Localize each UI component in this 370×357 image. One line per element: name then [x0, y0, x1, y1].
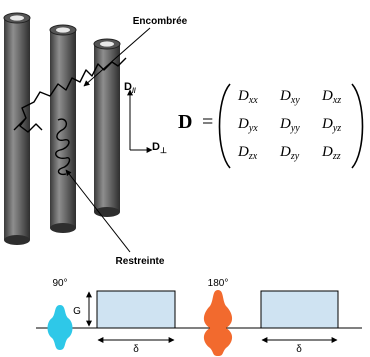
label-180-pulse: 180°	[208, 278, 229, 289]
cylinder-left	[3, 12, 31, 245]
tensor-cell-zy: Dzy	[279, 144, 300, 162]
tensor-bracket-left	[218, 83, 231, 169]
tensor-symbol: D	[178, 111, 192, 133]
tensor-cell-xx: Dxx	[237, 88, 258, 106]
gradient-lobe-1	[96, 290, 176, 329]
tensor-cell-yx: Dyx	[237, 116, 258, 134]
label-encombree: Encombrée	[133, 16, 188, 27]
gradient-lobe-2	[260, 290, 339, 329]
label-d-parallel: D//	[124, 81, 136, 95]
tensor-cell-xz: Dxz	[321, 88, 341, 106]
tensor-bracket-right	[351, 83, 364, 169]
tensor-cell-zz: Dzz	[321, 144, 341, 162]
hindered-diffusion-path	[13, 57, 127, 133]
rf-pulse-180	[203, 290, 233, 356]
tensor-cell-zx: Dzx	[237, 144, 258, 162]
label-d-perpendicular: D⊥	[152, 141, 167, 155]
label-delta-1: δ	[133, 344, 139, 355]
pointer-encombree	[83, 27, 151, 87]
label-gradient: G	[73, 306, 81, 317]
pointer-restreinte	[65, 169, 131, 253]
restricted-diffusion-path	[55, 118, 71, 176]
label-delta-2: δ	[296, 344, 302, 355]
tensor-cell-xy: Dxy	[279, 88, 300, 106]
tensor-cell-yy: Dyy	[279, 116, 300, 134]
tensor-cell-yz: Dyz	[321, 116, 341, 134]
label-restreinte: Restreinte	[116, 256, 165, 267]
rf-pulse-90	[47, 305, 73, 350]
label-90-pulse: 90°	[52, 278, 67, 289]
tensor-equals: =	[202, 111, 213, 133]
pulse-sequence: 90° G δ 180° δ	[36, 278, 362, 356]
